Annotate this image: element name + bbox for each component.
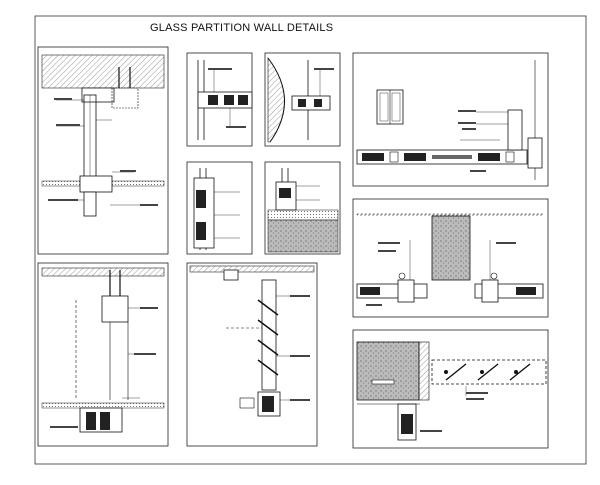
louvre-frame	[261, 279, 277, 391]
detail-plan-jamb-small	[186, 52, 253, 147]
detail-frame	[186, 161, 253, 255]
detail-section-glass-louvre	[186, 262, 318, 447]
concrete-slab	[267, 219, 339, 253]
detail-frame	[37, 46, 169, 255]
detail-elevation-suspended-glass	[37, 262, 169, 447]
detail-frame	[186, 262, 318, 447]
louvre-plan	[431, 359, 547, 385]
detail-plan-door-elevation	[352, 52, 549, 187]
floor-finish	[267, 209, 339, 221]
detail-plan-column-junction	[352, 198, 549, 318]
detail-plan-curved-wall	[264, 52, 341, 147]
detail-frame	[37, 262, 169, 447]
patch-fitting	[101, 295, 129, 323]
column	[431, 215, 471, 281]
detail-plan-wall-corner-louvre	[352, 329, 549, 449]
detail-section-floor-base	[264, 161, 341, 255]
wall-block	[356, 341, 420, 401]
detail-section-frame-vertical	[186, 161, 253, 255]
mullion-profile	[291, 95, 331, 111]
bottom-track	[79, 175, 113, 193]
detail-frame	[352, 329, 549, 449]
ceiling-slab	[41, 267, 165, 277]
floor-line	[41, 402, 165, 409]
sheet-border	[34, 15, 587, 465]
detail-frame	[352, 198, 549, 318]
ceiling-slab	[41, 54, 165, 89]
sheet-title: GLASS PARTITION WALL DETAILS	[150, 22, 334, 34]
detail-elevation-top-track	[37, 46, 169, 255]
detail-frame	[264, 161, 341, 255]
detail-frame	[264, 52, 341, 147]
detail-frame	[352, 52, 549, 187]
